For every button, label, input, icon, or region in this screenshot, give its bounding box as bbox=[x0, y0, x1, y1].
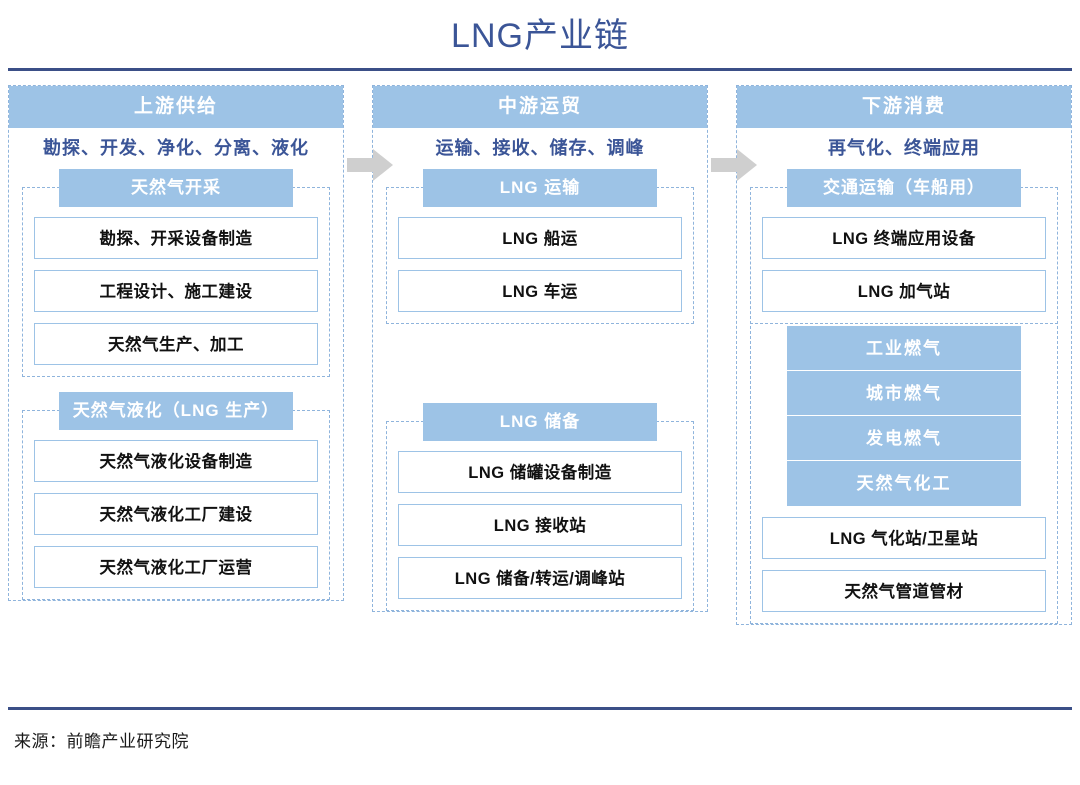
page-title: LNG产业链 bbox=[451, 17, 629, 55]
stack-item-gas-chemical[interactable]: 天然气化工 bbox=[787, 460, 1021, 506]
item-upstream-extraction-0[interactable]: 勘探、开采设备制造 bbox=[34, 216, 318, 259]
item-downstream-transport-0[interactable]: LNG 终端应用设备 bbox=[762, 216, 1046, 259]
item-upstream-extraction-2[interactable]: 天然气生产、加工 bbox=[34, 322, 318, 365]
group-upstream-extraction: 天然气开采 勘探、开采设备制造 工程设计、施工建设 天然气生产、加工 bbox=[22, 168, 330, 377]
item-downstream-gasification-station[interactable]: LNG 气化站/卫星站 bbox=[762, 516, 1046, 559]
column-header-midstream: 中游运贸 bbox=[373, 85, 707, 128]
group-title-upstream-extraction: 天然气开采 bbox=[59, 168, 293, 207]
group-midstream-storage: LNG 储备 LNG 储罐设备制造 LNG 接收站 LNG 储备/转运/调峰站 bbox=[386, 402, 694, 611]
item-midstream-transport-1[interactable]: LNG 车运 bbox=[398, 269, 682, 312]
stack-item-industrial-gas[interactable]: 工业燃气 bbox=[787, 325, 1021, 371]
item-downstream-pipeline-material[interactable]: 天然气管道管材 bbox=[762, 569, 1046, 612]
item-upstream-extraction-1[interactable]: 工程设计、施工建设 bbox=[34, 269, 318, 312]
group-title-midstream-transport: LNG 运输 bbox=[423, 168, 657, 207]
group-title-upstream-liquefaction: 天然气液化（LNG 生产） bbox=[59, 391, 293, 430]
column-midstream: 中游运贸 运输、接收、储存、调峰 LNG 运输 LNG 船运 LNG 车运 LN… bbox=[372, 84, 708, 612]
lng-industry-chain-diagram: 上游供给 勘探、开发、净化、分离、液化 天然气开采 勘探、开采设备制造 工程设计… bbox=[8, 84, 1072, 690]
column-subtitle-midstream: 运输、接收、储存、调峰 bbox=[373, 127, 707, 168]
item-downstream-transport-1[interactable]: LNG 加气站 bbox=[762, 269, 1046, 312]
group-downstream-gas-usage: 工业燃气 城市燃气 发电燃气 天然气化工 LNG 气化站/卫星站 天然气管道管材 bbox=[750, 315, 1058, 624]
stack-downstream-gas-types: 工业燃气 城市燃气 发电燃气 天然气化工 bbox=[787, 325, 1021, 506]
title-divider bbox=[8, 67, 1072, 71]
column-subtitle-downstream: 再气化、终端应用 bbox=[737, 127, 1071, 168]
item-midstream-storage-0[interactable]: LNG 储罐设备制造 bbox=[398, 450, 682, 493]
arrow-midstream-to-downstream-icon bbox=[711, 148, 757, 182]
group-upstream-liquefaction: 天然气液化（LNG 生产） 天然气液化设备制造 天然气液化工厂建设 天然气液化工… bbox=[22, 391, 330, 600]
stack-item-power-gas[interactable]: 发电燃气 bbox=[787, 415, 1021, 461]
group-midstream-transport: LNG 运输 LNG 船运 LNG 车运 bbox=[386, 168, 694, 324]
column-header-downstream: 下游消费 bbox=[737, 85, 1071, 128]
column-upstream: 上游供给 勘探、开发、净化、分离、液化 天然气开采 勘探、开采设备制造 工程设计… bbox=[8, 84, 344, 601]
item-midstream-transport-0[interactable]: LNG 船运 bbox=[398, 216, 682, 259]
item-upstream-liquefaction-0[interactable]: 天然气液化设备制造 bbox=[34, 439, 318, 482]
column-subtitle-upstream: 勘探、开发、净化、分离、液化 bbox=[9, 127, 343, 168]
footer-divider bbox=[8, 707, 1072, 710]
group-title-midstream-storage: LNG 储备 bbox=[423, 402, 657, 441]
item-midstream-storage-1[interactable]: LNG 接收站 bbox=[398, 503, 682, 546]
item-upstream-liquefaction-2[interactable]: 天然气液化工厂运营 bbox=[34, 545, 318, 588]
source-label: 来源：前瞻产业研究院 bbox=[14, 732, 189, 751]
group-downstream-transport: 交通运输（车船用） LNG 终端应用设备 LNG 加气站 bbox=[750, 168, 1058, 324]
stack-item-city-gas[interactable]: 城市燃气 bbox=[787, 370, 1021, 416]
item-midstream-storage-2[interactable]: LNG 储备/转运/调峰站 bbox=[398, 556, 682, 599]
group-title-downstream-transport: 交通运输（车船用） bbox=[787, 168, 1021, 207]
column-downstream: 下游消费 再气化、终端应用 交通运输（车船用） LNG 终端应用设备 LNG 加… bbox=[736, 84, 1072, 625]
arrow-upstream-to-midstream-icon bbox=[347, 148, 393, 182]
column-header-upstream: 上游供给 bbox=[9, 85, 343, 128]
item-upstream-liquefaction-1[interactable]: 天然气液化工厂建设 bbox=[34, 492, 318, 535]
